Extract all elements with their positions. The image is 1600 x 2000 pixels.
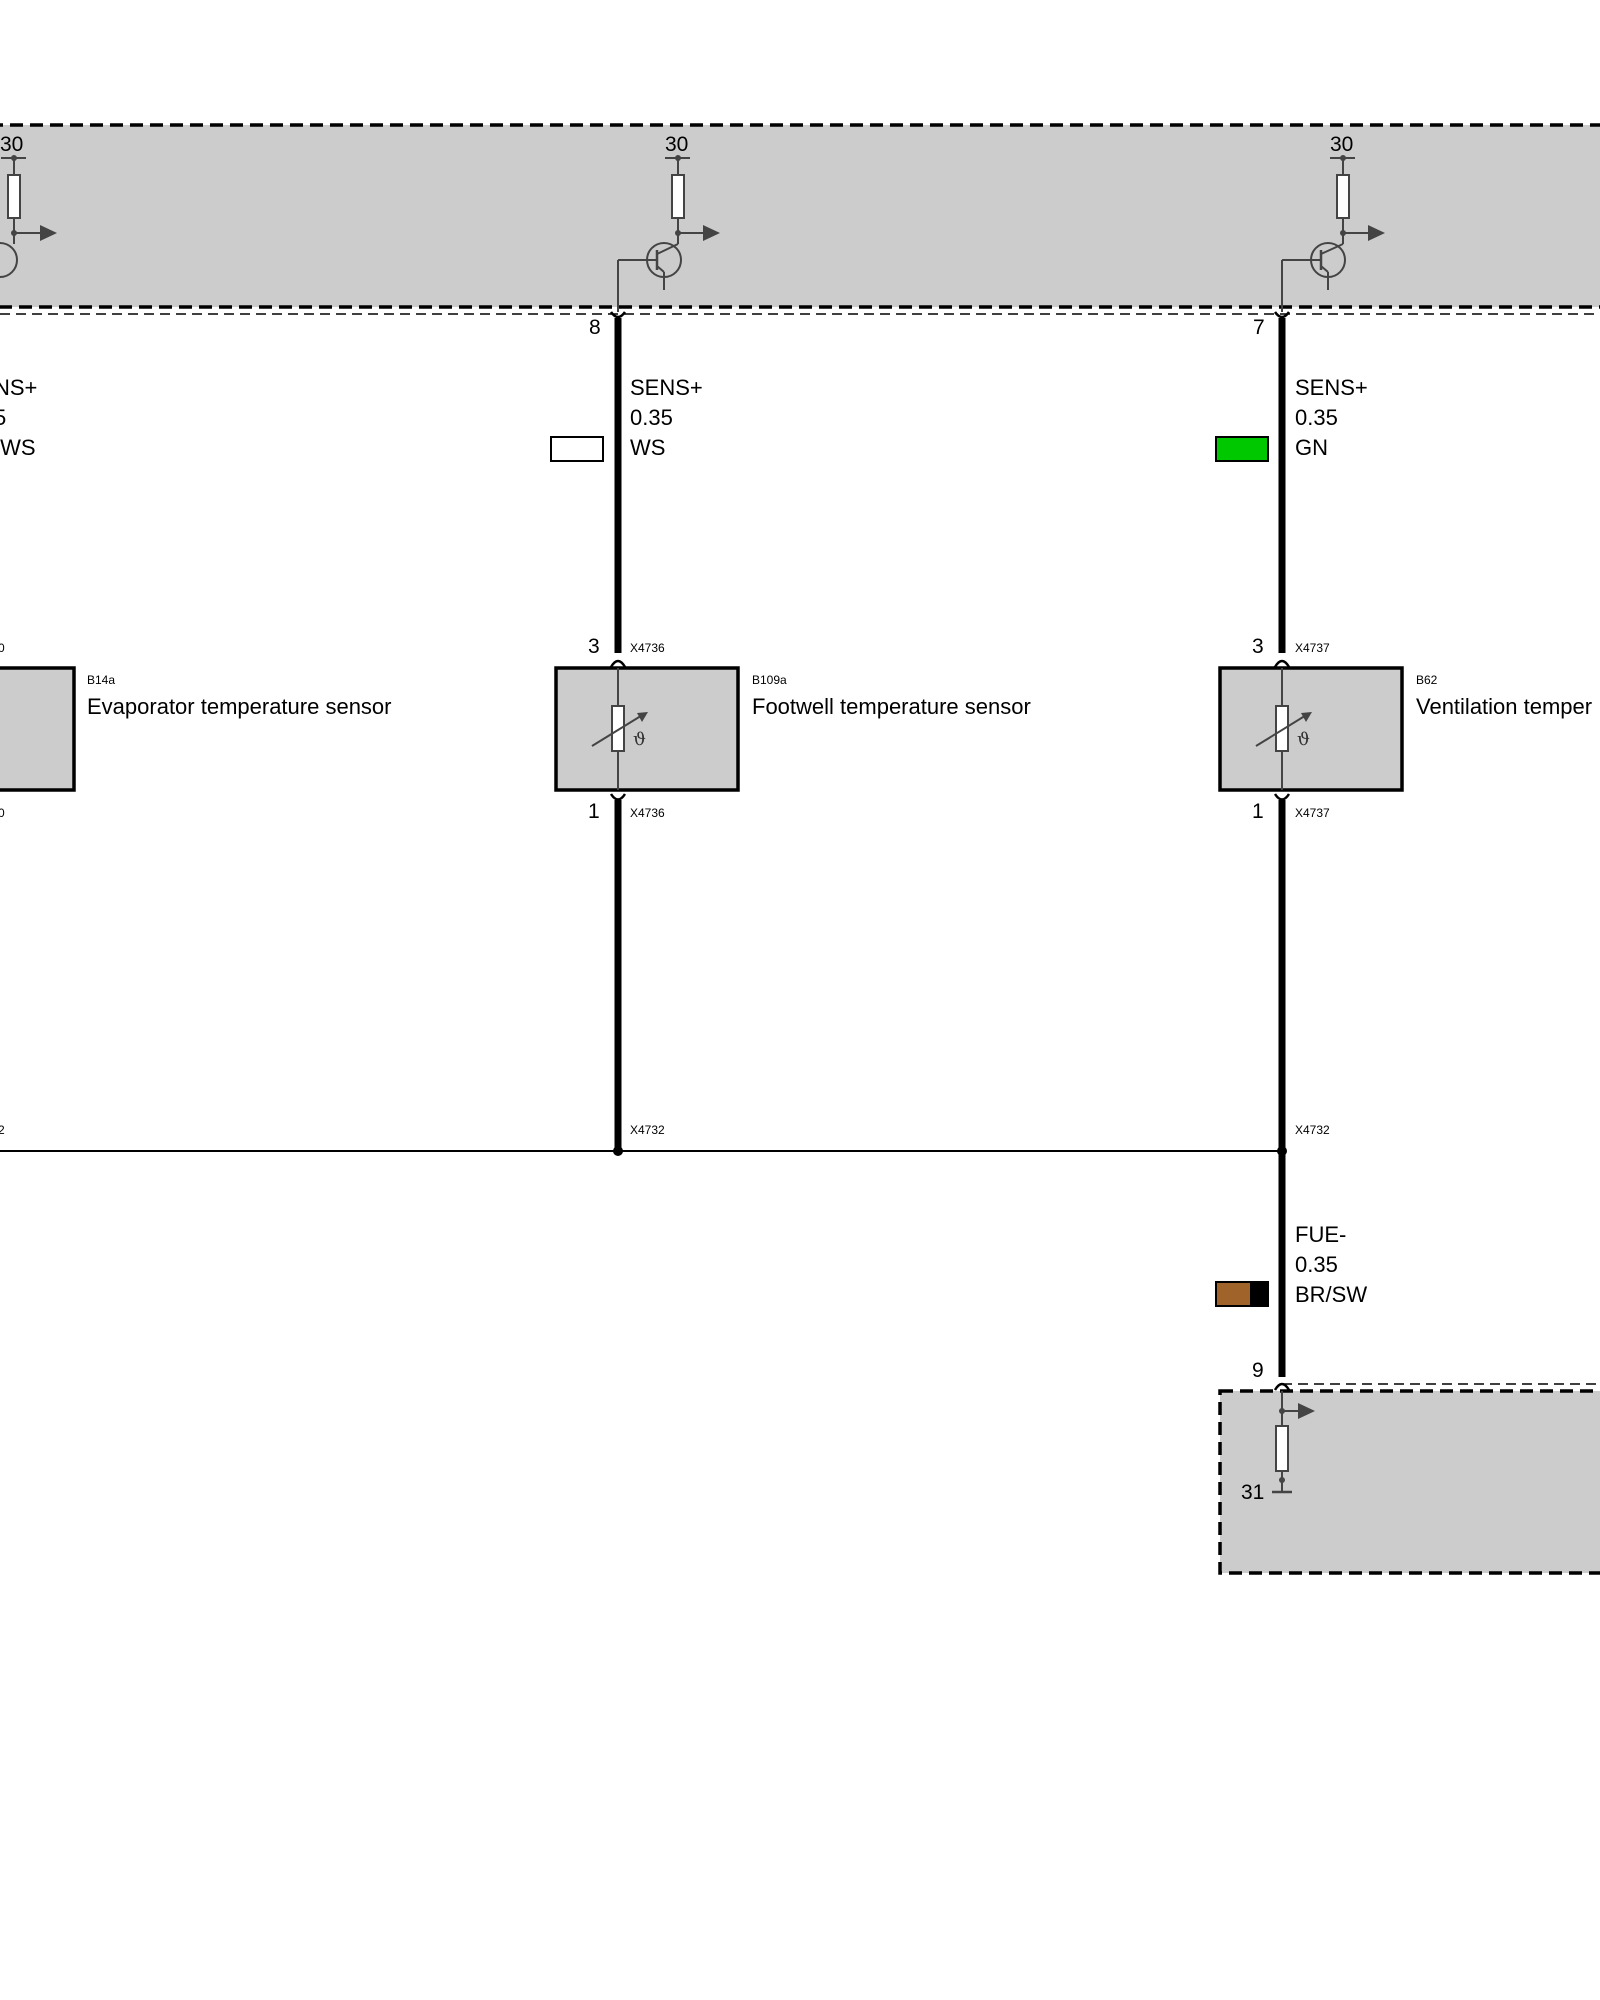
lower-control-unit: 31 (1218, 1383, 1600, 1575)
circuit-footwell: 8 SENS+ 0.35 WS 3 X4736 ϑ B109a Footwell… (550, 311, 1031, 1156)
signal-label: FUE- (1295, 1222, 1346, 1247)
wire-color-label: /WS (0, 435, 36, 460)
output-arrow-icon (40, 225, 57, 241)
connector-notch (609, 659, 627, 668)
circuit-evaporator: NS+ 5 /WS 0 0 B14a Evaporator temperatur… (0, 375, 392, 1137)
component-id: B62 (1416, 673, 1438, 687)
connector-notch (609, 311, 627, 319)
component-name: Evaporator temperature sensor (87, 694, 392, 719)
pin-number: 8 (589, 316, 601, 339)
output-arrow-icon (703, 225, 720, 241)
control-unit-box (0, 123, 1600, 309)
wire-color-label: BR/SW (1295, 1282, 1367, 1307)
component-id: B14a (87, 673, 115, 687)
wire-color-swatch (1215, 436, 1269, 462)
supply-label-30: 30 (665, 133, 688, 156)
output-arrow-icon (1368, 225, 1385, 241)
connector-notch (1273, 311, 1291, 319)
connector-label: 0 (0, 641, 5, 655)
signal-label: NS+ (0, 375, 37, 400)
connector-label: 0 (0, 806, 5, 820)
transistor-driver-1: 30 (0, 133, 57, 278)
lower-unit-box (1218, 1389, 1600, 1575)
cross-section-label: 0.35 (1295, 405, 1338, 430)
resistor-icon (1336, 174, 1350, 219)
component-name: Ventilation temper (1416, 694, 1592, 719)
transistor-icon (1281, 242, 1346, 312)
wire-color-label: WS (630, 435, 665, 460)
connector-label: X4737 (1295, 806, 1330, 820)
ground-wire: FUE- 0.35 BR/SW 9 (1215, 1151, 1367, 1391)
ground-connector-label: X4732 (630, 1123, 665, 1137)
svg-text:ϑ: ϑ (633, 729, 646, 750)
circuit-ventilation: 7 SENS+ 0.35 GN 3 X4737 ϑ B62 Ventilatio… (1215, 311, 1592, 1156)
cross-section-label: 5 (0, 405, 6, 430)
pin-number: 9 (1252, 1359, 1264, 1382)
cross-section-label: 0.35 (1295, 1252, 1338, 1277)
svg-text:ϑ: ϑ (1297, 729, 1310, 750)
thermistor-icon: ϑ (591, 668, 648, 790)
connector-notch (1273, 1382, 1291, 1391)
signal-label: SENS+ (1295, 375, 1368, 400)
component-id: B109a (752, 673, 787, 687)
transistor-icon (0, 242, 18, 278)
transistor-driver-3: 30 (1281, 133, 1385, 312)
component-name: Footwell temperature sensor (752, 694, 1031, 719)
ground-connector-label: 2 (0, 1123, 5, 1137)
terminal-label-31: 31 (1241, 1481, 1264, 1504)
signal-label: SENS+ (630, 375, 703, 400)
ground-connector-label: X4732 (1295, 1123, 1330, 1137)
connector-label: X4737 (1295, 641, 1330, 655)
sensor-pin-number: 3 (588, 635, 600, 658)
connector-notch (1273, 793, 1291, 801)
resistor-icon (1275, 1425, 1289, 1472)
wire-color-swatch (550, 436, 604, 462)
control-unit: 30 30 (0, 123, 1600, 315)
transistor-driver-2: 30 (617, 133, 720, 312)
connector-label: X4736 (630, 806, 665, 820)
cross-section-label: 0.35 (630, 405, 673, 430)
resistor-icon (671, 174, 685, 219)
sensor-box (554, 666, 740, 792)
connector-label: X4736 (630, 641, 665, 655)
wire-color-label: GN (1295, 435, 1328, 460)
wire-color-swatch (1215, 1281, 1269, 1307)
sensor-pin-number: 1 (1252, 800, 1264, 823)
sensor-box (1218, 666, 1404, 792)
connector-notch (1273, 659, 1291, 668)
transistor-icon (617, 242, 682, 312)
sensor-pin-number: 3 (1252, 635, 1264, 658)
sensor-pin-number: 1 (588, 800, 600, 823)
sensor-box (0, 666, 76, 792)
pin-number: 7 (1253, 316, 1265, 339)
thermistor-icon: ϑ (1255, 668, 1312, 790)
supply-label-30: 30 (0, 133, 23, 156)
input-arrow-icon (1298, 1403, 1315, 1419)
supply-label-30: 30 (1330, 133, 1353, 156)
connector-notch (609, 793, 627, 801)
resistor-icon (7, 174, 21, 219)
